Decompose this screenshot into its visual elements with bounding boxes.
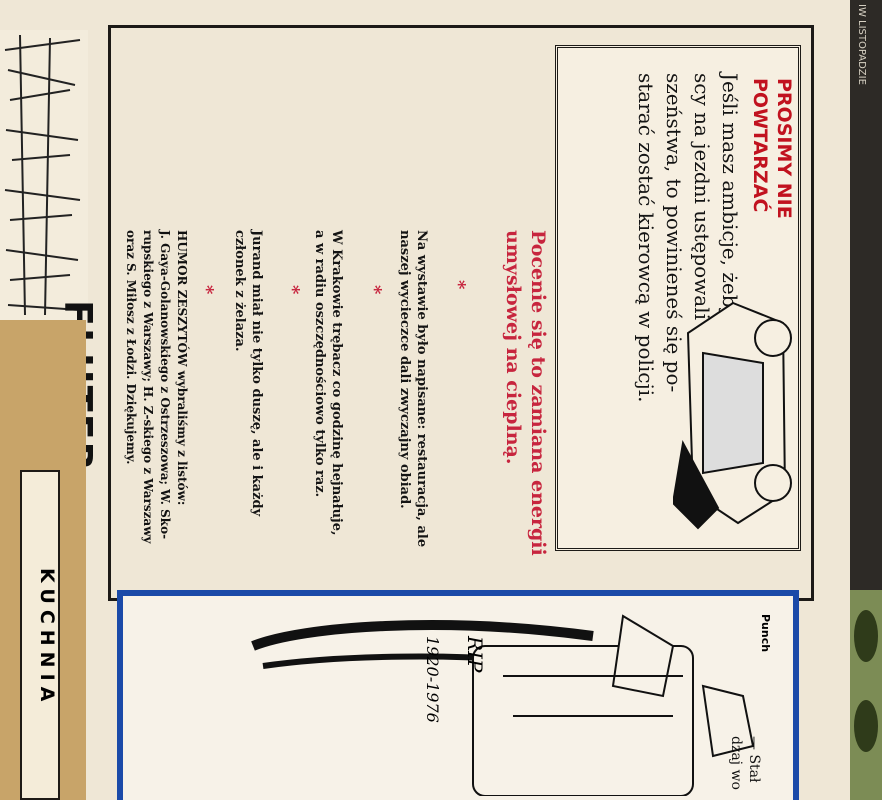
jokes-title: Pocenie się to zamiana energii umysłowej… [490,230,550,580]
jokes-title-line2: umysłowej na cieplną. [502,230,524,465]
punch-credit: Punch [759,614,772,653]
tombstone-cartoon-frame: RIP 1920-1976 Punch — Stał dzaj wo [117,590,799,800]
separator-star: * [282,285,303,295]
green-illustration [850,590,882,800]
tombstone-rip: RIP [463,636,487,673]
joke-item: Na wystawie było napisane: restauracja, … [390,230,430,580]
kuchnia-label: KUCHNIA [20,470,60,800]
cartoon-fragment [0,30,88,320]
joke-line: naszej wycieczce dali zwyczajny obiad. [397,230,412,509]
separator-star: * [448,280,469,290]
prosimy-box: PROSIMY NIE POWTARZAĆ Jeśli masz ambicje… [555,45,801,551]
separator-star: * [364,285,385,295]
joke-line: członek z żelaza. [232,230,247,352]
prosimy-line: starać zostać kierowcą w policji. [634,73,658,403]
separator-star: * [196,285,217,295]
credits: HUMOR ZESZYTÓW wybraliśmy z listów: J. G… [115,230,190,580]
prosimy-line: szeństwa, to powinieneś się po- [662,73,686,393]
prosimy-title: PROSIMY NIE POWTARZAĆ [744,78,796,278]
joke-line: a w radiu oszczędnościowo tylko raz. [312,230,327,498]
leaf-shape [854,610,878,662]
credits-line: rupskiego z Warszawy; H. Z-skiego z Wars… [141,230,155,544]
prosimy-title-line2: POWTARZAĆ [749,78,771,213]
joke-item: W Krakowie trębacz co godzinę hejnałuje,… [305,230,345,580]
corner-fragment: IW LISTOPADZIE [856,4,867,85]
bottom-quote: — Stał dzaj wo [723,736,763,800]
joke-item: Jurand miał nie tylko duszę, ale i każdy… [225,230,265,580]
police-car-illustration [673,301,792,530]
bottom-quote-line1: — Stał [746,736,762,783]
joke-line: Jurand miał nie tylko duszę, ale i każdy [249,230,264,517]
tan-column: KUCHNIA [0,320,86,800]
jokes-title-line1: Pocenie się to zamiana energii [527,230,549,556]
bottom-quote-line2: dzaj wo [728,736,744,790]
tombstone-illustration [251,614,755,796]
tombstone-dates: 1920-1976 [423,636,442,723]
leaf-shape [854,700,878,752]
credits-line: HUMOR ZESZYTÓW wybraliśmy z listów: [175,230,189,506]
credits-line: oraz S. Miłosz z Łodzi. Dziękujemy. [124,230,138,465]
prosimy-title-line1: PROSIMY NIE [773,78,795,219]
credits-line: J. Gaya-Golanowskiego z Ostrzeszowa; W. … [158,230,172,540]
joke-line: W Krakowie trębacz co godzinę hejnałuje, [329,230,344,536]
sketch-lines [4,34,81,316]
joke-line: Na wystawie było napisane: restauracja, … [414,230,429,548]
right-edge-strip: IW LISTOPADZIE [850,0,882,800]
